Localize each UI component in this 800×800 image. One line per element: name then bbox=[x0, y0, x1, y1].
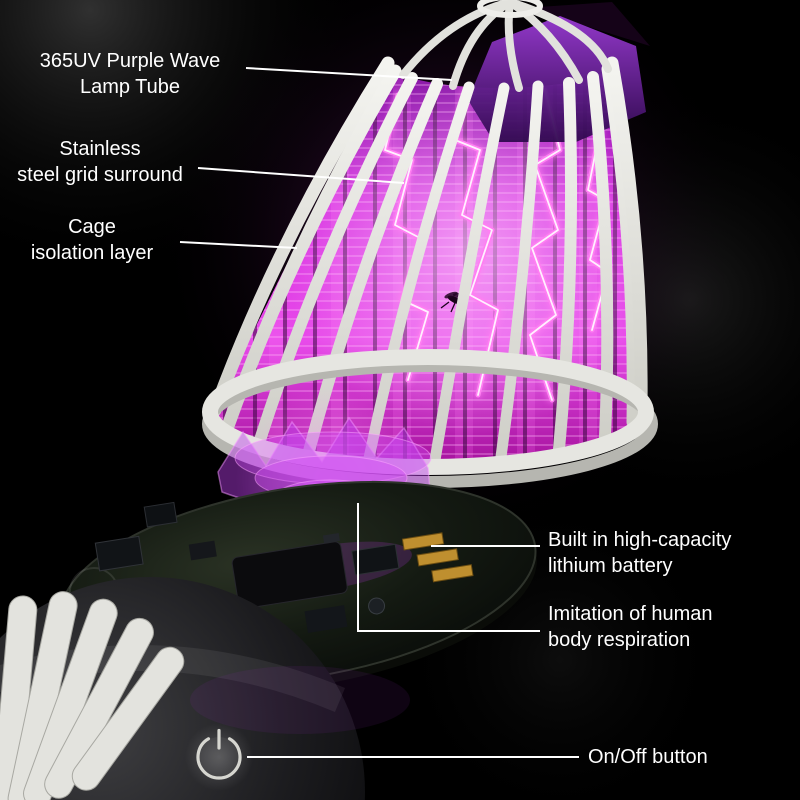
callout-label-grid: Stainless steel grid surround bbox=[17, 138, 183, 187]
power-icon bbox=[185, 723, 253, 791]
callout-label-lamp-tube: 365UV Purple Wave Lamp Tube bbox=[39, 50, 221, 99]
base-shell-ribs bbox=[0, 591, 185, 800]
callout-label-battery: Built in high-capacity lithium battery bbox=[548, 529, 732, 578]
callout-line-cage bbox=[179, 241, 298, 249]
lithium-battery bbox=[231, 541, 348, 610]
callout-label-respiration: Imitation of human body respiration bbox=[548, 603, 713, 652]
callout-line-lamp-tube bbox=[245, 67, 453, 81]
callout-line-respiration bbox=[357, 503, 540, 632]
callout-line-grid bbox=[197, 167, 405, 184]
callout-lines bbox=[179, 67, 579, 758]
cage-crown bbox=[399, 0, 612, 92]
callout-label-cage: Cage isolation layer bbox=[30, 216, 154, 265]
callout-label-power: On/Off button bbox=[588, 746, 708, 768]
base-housing bbox=[0, 577, 410, 800]
